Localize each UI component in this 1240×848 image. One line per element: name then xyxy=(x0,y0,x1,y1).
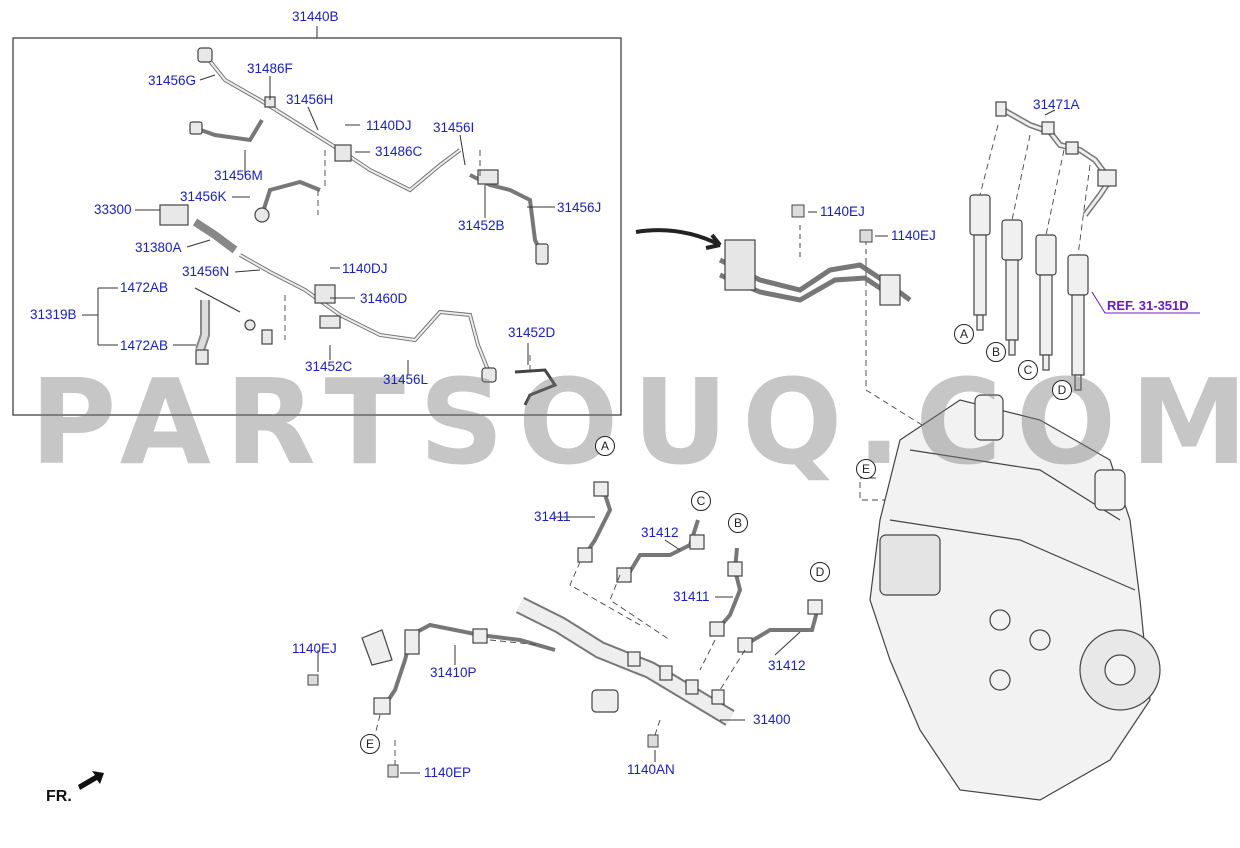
fr-arrow-icon xyxy=(78,771,104,790)
label-1472ab-b: 1472AB xyxy=(120,338,169,353)
ref-leader xyxy=(1091,291,1200,314)
label-31452d: 31452D xyxy=(508,325,556,340)
lower-leaders xyxy=(374,561,746,765)
label-31440b: 31440B xyxy=(292,9,339,24)
pipe-nuts xyxy=(361,481,823,715)
return-hose-assembly xyxy=(159,47,558,406)
circle-label-d-upper: D xyxy=(1052,380,1072,400)
fuel-rail-assembly xyxy=(515,596,735,726)
label-31460d: 31460D xyxy=(360,291,408,306)
circle-label-e-engine: E xyxy=(856,459,876,479)
label-31410p: 31410P xyxy=(430,665,477,680)
watermark: PARTSOUQ.COM xyxy=(30,353,1240,491)
front-direction-label: FR. xyxy=(46,788,72,805)
label-1140dj-b: 1140DJ xyxy=(342,261,388,276)
circle-label-e-lower: E xyxy=(360,734,380,754)
circle-label-b-upper: B xyxy=(986,342,1006,362)
label-31456l: 31456L xyxy=(383,372,429,387)
bolt-1140an xyxy=(647,734,659,748)
label-31452c: 31452C xyxy=(305,359,353,374)
label-31456k: 31456K xyxy=(180,189,227,204)
bolt-1140ep xyxy=(387,764,399,778)
label-31471a: 31471A xyxy=(1033,97,1080,112)
label-31456h: 31456H xyxy=(286,92,334,107)
bolt-1140ej-c xyxy=(307,674,319,686)
dashed-leaders xyxy=(284,150,531,375)
return-pipe-bracket xyxy=(718,239,912,306)
label-31412-a: 31412 xyxy=(641,525,679,540)
label-31400: 31400 xyxy=(753,712,791,727)
label-1140ej-c: 1140EJ xyxy=(292,641,337,656)
circle-label-d-lower: D xyxy=(810,562,830,582)
label-1140ej-b: 1140EJ xyxy=(891,228,936,243)
label-31486f: 31486F xyxy=(247,61,293,76)
label-31456g: 31456G xyxy=(148,73,197,88)
label-31452b: 31452B xyxy=(458,218,505,233)
label-1140ep: 1140EP xyxy=(424,765,472,780)
bolt-1140ej-a xyxy=(791,204,805,218)
circle-label-a-upper: A xyxy=(954,324,974,344)
label-31380a: 31380A xyxy=(135,240,182,255)
label-1140ej-a: 1140EJ xyxy=(820,204,865,219)
label-31486c: 31486C xyxy=(375,144,423,159)
label-31456i: 31456I xyxy=(433,120,475,135)
circle-label-a-lower: A xyxy=(595,436,615,456)
ref-31-351d-link[interactable]: REF. 31-351D xyxy=(1107,298,1189,313)
circle-label-c-upper: C xyxy=(1018,360,1038,380)
label-31456m: 31456M xyxy=(214,168,263,183)
engine-block xyxy=(869,394,1161,801)
bolt-1140ej-b xyxy=(859,229,873,243)
label-33300: 33300 xyxy=(94,202,132,217)
injector-return-hose xyxy=(995,101,1117,217)
label-31411-b: 31411 xyxy=(673,589,710,604)
injectors xyxy=(969,194,1089,391)
label-31411-a: 31411 xyxy=(534,509,571,524)
label-31456j: 31456J xyxy=(557,200,602,215)
label-31319b: 31319B xyxy=(30,307,77,322)
circle-label-c-lower: C xyxy=(691,491,711,511)
pointer-arrow xyxy=(635,228,722,250)
label-1140dj-a: 1140DJ xyxy=(366,118,412,133)
label-1140an: 1140AN xyxy=(627,762,675,777)
circle-label-b-lower: B xyxy=(728,513,748,533)
label-31456n: 31456N xyxy=(182,264,230,279)
label-leaders xyxy=(82,74,1056,774)
label-1472ab-a: 1472AB xyxy=(120,280,169,295)
label-31412-b: 31412 xyxy=(768,658,806,673)
